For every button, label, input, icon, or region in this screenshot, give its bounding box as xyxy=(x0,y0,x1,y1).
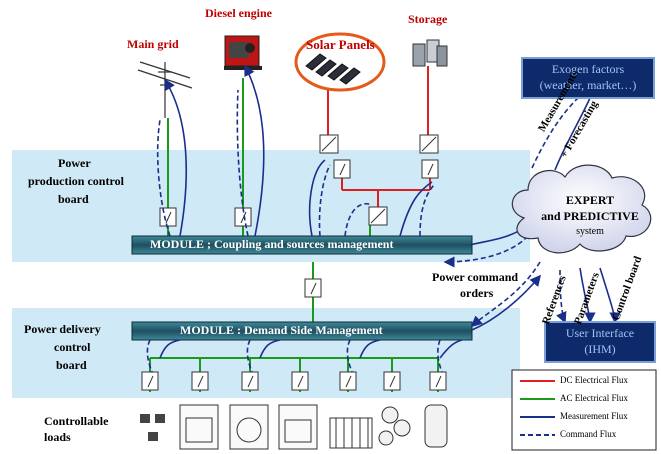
ui-subtitle: (IHM) xyxy=(584,342,616,356)
solar-highlight-ellipse xyxy=(294,32,386,92)
legend-measurement: Measurement Flux xyxy=(560,411,628,421)
solar-panels-label: Solar Panels xyxy=(306,37,375,52)
expert-line-3: system xyxy=(576,226,604,237)
pylon-icon xyxy=(137,61,193,118)
exogen-subtitle: (weather, market…) xyxy=(539,78,637,92)
user-interface-box xyxy=(544,321,656,363)
solar-panel-icon xyxy=(305,53,361,85)
production-board-line-2: production control xyxy=(28,174,124,188)
solar-switch xyxy=(333,159,351,179)
main-grid-label: Main grid xyxy=(127,37,179,51)
expert-line-2: and PREDICTIVE xyxy=(541,209,639,223)
production-board-line-1: Power xyxy=(58,156,91,170)
diesel-engine-label: Diesel engine xyxy=(205,6,272,20)
legend-box xyxy=(511,369,657,451)
loads-label-2: loads xyxy=(44,430,71,444)
delivery-board-line-1: Power delivery xyxy=(24,322,101,336)
loads-label-1: Controllable xyxy=(44,414,109,428)
delivery-board-line-3: board xyxy=(56,358,87,372)
legend-ac: AC Electrical Flux xyxy=(560,393,628,403)
dsm-module-label: MODULE : Demand Side Management xyxy=(180,323,383,337)
exogen-title: Exogen factors xyxy=(551,62,625,76)
power-command-label-1: Power command xyxy=(432,270,519,284)
legend-command: Command Flux xyxy=(560,429,617,439)
coupling-switch xyxy=(304,278,322,298)
load-icons xyxy=(140,404,448,450)
delivery-board-line-2: control xyxy=(54,340,91,354)
expert-line-1: EXPERT xyxy=(565,193,615,207)
coupling-module-label: MODULE ; Coupling and sources management xyxy=(150,237,394,251)
engine-icon xyxy=(224,35,262,70)
dsm-module-bar xyxy=(131,321,473,341)
power-command-label-2: orders xyxy=(460,286,494,300)
storage-label: Storage xyxy=(408,12,448,26)
exogen-box xyxy=(521,57,655,99)
production-board-line-3: board xyxy=(58,192,89,206)
storage-switch xyxy=(421,159,439,179)
expert-system-cloud xyxy=(511,164,652,254)
legend-dc: DC Electrical Flux xyxy=(560,375,628,385)
ui-title: User Interface xyxy=(565,326,635,340)
grid-switch xyxy=(159,207,177,227)
battery-icon xyxy=(412,39,448,67)
